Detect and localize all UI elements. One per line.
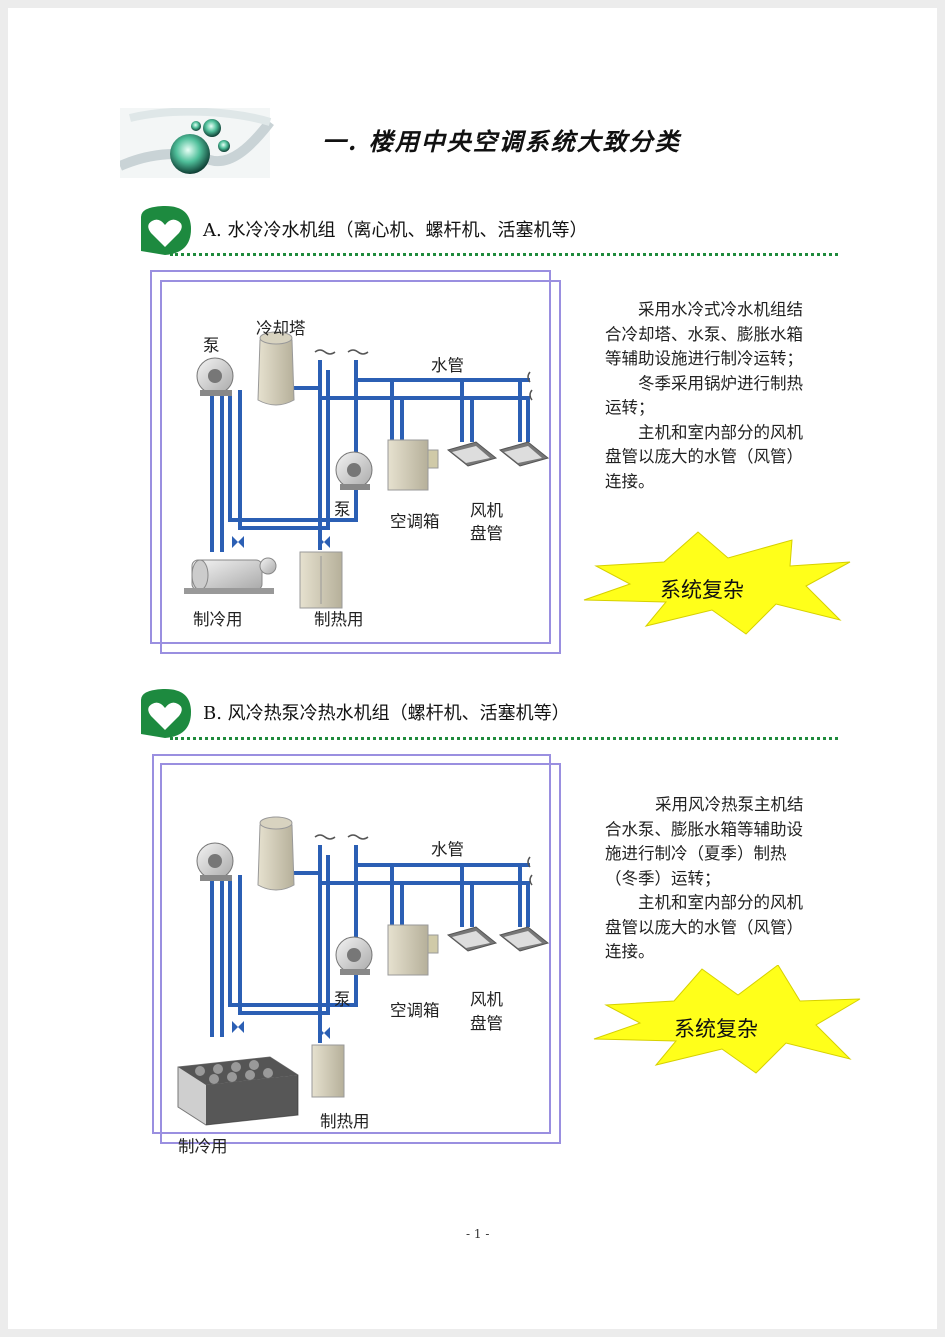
desc-b-para-2: 主机和室内部分的风机盘管以庞大的水管（风管）连接。 <box>605 893 803 961</box>
section-a-description: 采用水冷式冷水机组结合冷却塔、水泵、膨胀水箱等辅助设施进行制冷运转； 冬季采用锅… <box>605 298 815 494</box>
label-a-pump-mid: 泵 <box>334 500 351 519</box>
page-number: - 1 - <box>466 1227 490 1241</box>
label-a-fcu-1: 风机 <box>470 501 503 520</box>
diagram-b-frame-inner <box>160 763 561 1144</box>
diagram-a-frame-outer <box>150 270 551 644</box>
desc-a-para-1: 采用水冷式冷水机组结合冷却塔、水泵、膨胀水箱等辅助设施进行制冷运转； <box>605 300 803 368</box>
desc-a-para-2: 冬季采用锅炉进行制热运转； <box>605 373 803 418</box>
section-a-divider <box>170 253 838 256</box>
header-logo-image <box>120 108 274 178</box>
label-b-heating: 制热用 <box>320 1112 370 1131</box>
diagram-a-frame-inner <box>160 280 561 654</box>
label-a-fcu-2: 盘管 <box>470 524 503 543</box>
label-b-cooling: 制冷用 <box>178 1137 228 1156</box>
label-b-water-pipe: 水管 <box>431 840 464 859</box>
heart-bullet-icon <box>141 205 191 255</box>
section-b-description: 采用风冷热泵主机结合水泵、膨胀水箱等辅助设施进行制冷（夏季）制热（冬季）运转； … <box>605 793 817 965</box>
label-a-water-pipe: 水管 <box>431 356 464 375</box>
heart-bullet-icon <box>141 688 191 738</box>
label-a-cooling: 制冷用 <box>193 610 243 629</box>
label-b-fcu-1: 风机 <box>470 990 503 1009</box>
diagram-b-frame-outer <box>152 754 551 1134</box>
section-b-heading: B. 风冷热泵冷热水机组（螺杆机、活塞机等） <box>203 703 570 724</box>
label-a-ahu: 空调箱 <box>390 512 440 531</box>
label-b-ahu: 空调箱 <box>390 1001 440 1020</box>
label-a-pump-top: 泵 <box>203 336 220 355</box>
page-title: 一. 楼用中央空调系统大致分类 <box>322 127 681 156</box>
diagram-a-schematic <box>184 331 550 609</box>
burst-a-text: 系统复杂 <box>660 578 744 602</box>
label-b-fcu-2: 盘管 <box>470 1014 503 1033</box>
burst-a-shape <box>583 531 851 635</box>
label-a-cooling-tower: 冷却塔 <box>256 319 306 338</box>
burst-b-shape <box>593 965 861 1074</box>
burst-b-text: 系统复杂 <box>674 1017 758 1041</box>
desc-b-para-1: 采用风冷热泵主机结合水泵、膨胀水箱等辅助设施进行制冷（夏季）制热（冬季）运转； <box>605 795 804 888</box>
desc-a-para-3: 主机和室内部分的风机盘管以庞大的水管（风管）连接。 <box>605 422 803 491</box>
label-b-pump-mid: 泵 <box>334 990 351 1009</box>
diagram-b-schematic <box>177 816 550 1126</box>
section-a-heading: A. 水冷冷水机组（离心机、螺杆机、活塞机等） <box>203 220 588 241</box>
section-b-divider <box>170 737 838 740</box>
label-a-heating: 制热用 <box>314 610 364 629</box>
